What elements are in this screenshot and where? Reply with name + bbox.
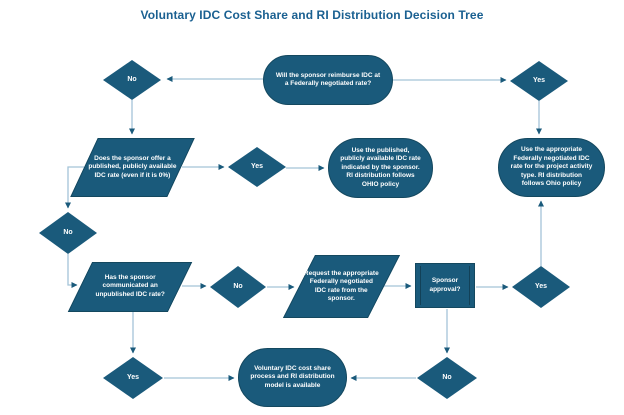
start-label: Will the sponsor reimburse IDC at a Fede… xyxy=(275,71,381,87)
data-label: Does the sponsor offer a published, publ… xyxy=(88,154,177,179)
outcome-label: Voluntary IDC cost share process and RI … xyxy=(250,364,335,389)
process-label: Sponsor approval? xyxy=(429,277,461,293)
decision-label: Yes xyxy=(126,374,140,382)
process-sponsor-approval: Sponsor approval? xyxy=(415,263,475,308)
outcome-voluntary-model: Voluntary IDC cost share process and RI … xyxy=(238,348,347,407)
start-node: Will the sponsor reimburse IDC at a Fede… xyxy=(263,55,393,105)
decision-label: Yes xyxy=(534,283,548,291)
data-label: Request the appropriate Federally negoti… xyxy=(304,269,379,302)
outcome-use-published: Use the published, publicly available ID… xyxy=(328,138,433,198)
decision-label: Yes xyxy=(532,77,546,85)
outcome-label: Use the appropriate Federally negotiated… xyxy=(510,146,593,188)
edge-para-published-no xyxy=(65,166,84,209)
edge-no-to-para-unpublished xyxy=(67,254,78,288)
decision-label: No xyxy=(63,229,73,237)
decision-label: No xyxy=(233,283,243,291)
decision-label: Yes xyxy=(250,163,264,171)
diagram-title: Voluntary IDC Cost Share and RI Distribu… xyxy=(140,8,484,22)
decision-label: No xyxy=(127,76,137,84)
outcome-label: Use the published, publicly available ID… xyxy=(340,146,421,188)
outcome-use-federal: Use the appropriate Federally negotiated… xyxy=(498,138,605,197)
data-label: Has the sponsor communicated an unpublis… xyxy=(95,274,165,299)
decision-label: No xyxy=(442,374,452,382)
